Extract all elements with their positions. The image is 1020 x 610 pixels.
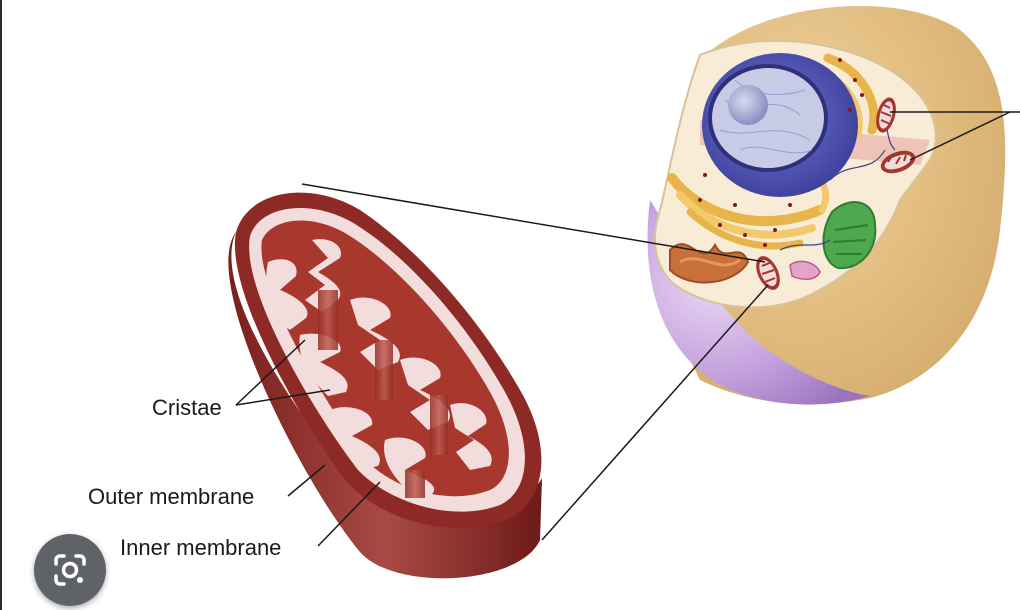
google-lens-button[interactable]: [34, 534, 106, 606]
cristae-label: Cristae: [152, 395, 222, 420]
cell-mitochondrion-2: [880, 150, 916, 174]
green-organelle: [822, 201, 877, 270]
cell-mitochondrion-1: [876, 97, 896, 133]
outer-membrane-label: Outer membrane: [88, 484, 255, 509]
left-border: [0, 0, 2, 610]
label-leaders: [235, 339, 381, 547]
cell-mitochondrion-3: [756, 256, 780, 290]
ribosomes: [698, 58, 864, 247]
zoom-lines: [301, 111, 1020, 541]
pink-organelle: [789, 260, 821, 280]
google-lens-icon: [54, 554, 86, 586]
nucleolus: [728, 85, 768, 125]
green-organelle-lines: [832, 224, 869, 255]
nuclear-interior: [708, 64, 828, 172]
animal-cell: [647, 5, 1006, 405]
mitochondrion-cutaway: [228, 192, 543, 579]
cristae-depth: [318, 290, 448, 498]
cell-membrane-purple: [647, 200, 870, 405]
inner-membrane-label: Inner membrane: [120, 535, 282, 560]
